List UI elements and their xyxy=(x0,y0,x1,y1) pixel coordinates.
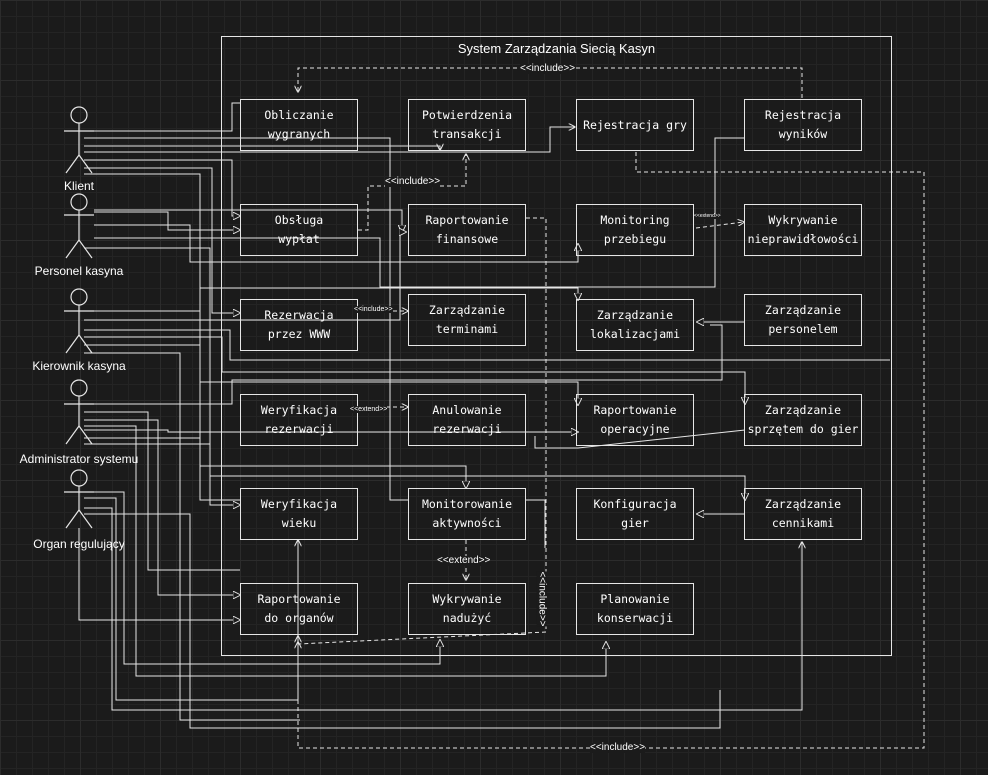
assoc-personel-weryfikacja xyxy=(84,247,240,505)
assoc-organ-system xyxy=(84,513,721,729)
include-rejestracja-system xyxy=(298,152,925,749)
usecase-zarzadzanie-lokalizacjami[interactable]: Zarządzanie lokalizacjami xyxy=(576,299,694,351)
assoc-admin-rezerwacji xyxy=(94,324,723,405)
usecase-planowanie-konserwacji[interactable]: Planowanie konserwacji xyxy=(576,583,694,635)
actor-klient-figure[interactable] xyxy=(64,106,94,174)
usecase-rezerwacja-www[interactable]: Rezerwacja przez WWW xyxy=(240,299,358,351)
include-label-mid: <<include>> xyxy=(385,176,441,187)
assoc-personel-wyniki xyxy=(94,137,744,288)
usecase-obliczanie-wygranych[interactable]: Obliczanie wygranych xyxy=(240,99,358,151)
actor-admin-figure[interactable] xyxy=(64,379,94,445)
include-label-bottom: <<include>> xyxy=(590,742,646,753)
usecase-weryfikacja-rezerwacji[interactable]: Weryfikacja rezerwacji xyxy=(240,394,358,446)
assoc-personel-raportowanie xyxy=(94,209,402,232)
include-obsluga-potwierdzenia xyxy=(358,154,466,231)
assoc-monit-ext-box xyxy=(526,499,546,548)
assoc-klient-rejestracja-gry xyxy=(84,127,575,153)
system-title: System Zarządzania Siecią Kasyn xyxy=(457,41,656,56)
assoc-klient-monitorowanie xyxy=(84,137,408,501)
system-boundary xyxy=(221,36,892,656)
assoc-personel-monitoring xyxy=(94,224,578,263)
assoc-kierownik-lokalizacje xyxy=(94,287,578,312)
assoc-admin-raport-oper2 xyxy=(84,430,578,432)
assoc-klient-obsluga xyxy=(84,159,240,216)
usecase-rejestracja-gry[interactable]: Rejestracja gry xyxy=(576,99,694,151)
assoc-admin-planowanie xyxy=(84,425,606,677)
usecase-zarzadzanie-sprzetem[interactable]: Zarządzanie sprzętem do gier xyxy=(744,394,862,446)
assoc-admin-cenniki xyxy=(84,419,240,595)
usecase-obsluga-wyplat[interactable]: Obsługa wypłat xyxy=(240,204,358,256)
usecase-zarzadzanie-cennikami[interactable]: Zarządzanie cennikami xyxy=(744,488,862,540)
assoc-personel-obsluga xyxy=(94,211,240,230)
assoc-admin-sprzet xyxy=(84,443,745,500)
assoc-kierownik-raport-org xyxy=(84,352,300,721)
association-lines xyxy=(78,102,890,729)
usecase-wykrywanie-nieprawidlowosci[interactable]: Wykrywanie nieprawidłowości xyxy=(744,204,862,256)
assoc-organ-nadużycia xyxy=(94,491,440,665)
assoc-kierownik-sprzet xyxy=(84,336,745,404)
usecase-monitorowanie-aktywnosci[interactable]: Monitorowanie aktywności xyxy=(408,488,526,540)
extend-label-monitoring: <<extend>> xyxy=(694,213,721,219)
assoc-admin-terminami xyxy=(84,437,466,488)
assoc-organ-cenniki xyxy=(84,507,802,711)
include-label-top: <<include>> xyxy=(520,63,576,74)
assoc-sprzet-misc xyxy=(534,429,746,449)
include-label-vertical: <<include>> xyxy=(536,571,548,627)
actor-organ-figure[interactable] xyxy=(64,469,94,529)
actor-kierownik-figure[interactable] xyxy=(64,288,94,354)
usecase-anulowanie-rezerwacji[interactable]: Anulowanie rezerwacji xyxy=(408,394,526,446)
usecase-weryfikacja-wieku[interactable]: Weryfikacja wieku xyxy=(240,488,358,540)
assoc-kierownik-raport-oper xyxy=(84,344,578,405)
usecase-raportowanie-finansowe[interactable]: Raportowanie finansowe xyxy=(408,204,526,256)
usecase-zarzadzanie-personelem[interactable]: Zarządzanie personelem xyxy=(744,294,862,346)
assoc-admin-konfiguracja xyxy=(84,411,240,571)
assoc-organ-raport-org xyxy=(78,528,240,620)
include-label-www: <<include>> xyxy=(354,306,393,313)
usecase-monitoring-przebiegu[interactable]: Monitoring przebiegu xyxy=(576,204,694,256)
actor-personel-figure[interactable] xyxy=(64,193,94,259)
actor-organ-label: Organ regulujący xyxy=(33,537,125,551)
actor-admin-label: Administrator systemu xyxy=(19,452,139,466)
extend-label-monitorowanie: <<extend>> xyxy=(437,555,491,566)
extend-label-weryfikacja: <<extend>> xyxy=(350,406,388,413)
assoc-klient-potwierdzenia xyxy=(84,146,440,150)
actor-klient-label: Klient xyxy=(63,179,95,193)
assoc-klient-rezerwacja xyxy=(84,167,240,313)
usecase-konfiguracja-gier[interactable]: Konfiguracja gier xyxy=(576,488,694,540)
assoc-kierownik-terminami xyxy=(84,232,406,321)
assoc-klient-obliczanie xyxy=(94,102,240,132)
usecase-raportowanie-operacyjne[interactable]: Raportowanie operacyjne xyxy=(576,394,694,446)
usecase-wykrywanie-naduzyc[interactable]: Wykrywanie nadużyć xyxy=(408,583,526,635)
usecase-raportowanie-do-organow[interactable]: Raportowanie do organów xyxy=(240,583,358,635)
extend-monitoring-wykrywanie xyxy=(695,222,744,229)
usecase-potwierdzenia-transakcji[interactable]: Potwierdzenia transakcji xyxy=(408,99,526,151)
actor-kierownik-label: Kierownik kasyna xyxy=(32,359,126,373)
assoc-kierownik-personel xyxy=(84,329,890,361)
actor-personel-label: Personel kasyna xyxy=(34,264,124,278)
usecase-rejestracja-wynikow[interactable]: Rejestracja wyników xyxy=(744,99,862,151)
include-raportowanie-naduzycia xyxy=(298,217,547,644)
usecase-zarzadzanie-terminami[interactable]: Zarządzanie terminami xyxy=(408,294,526,346)
